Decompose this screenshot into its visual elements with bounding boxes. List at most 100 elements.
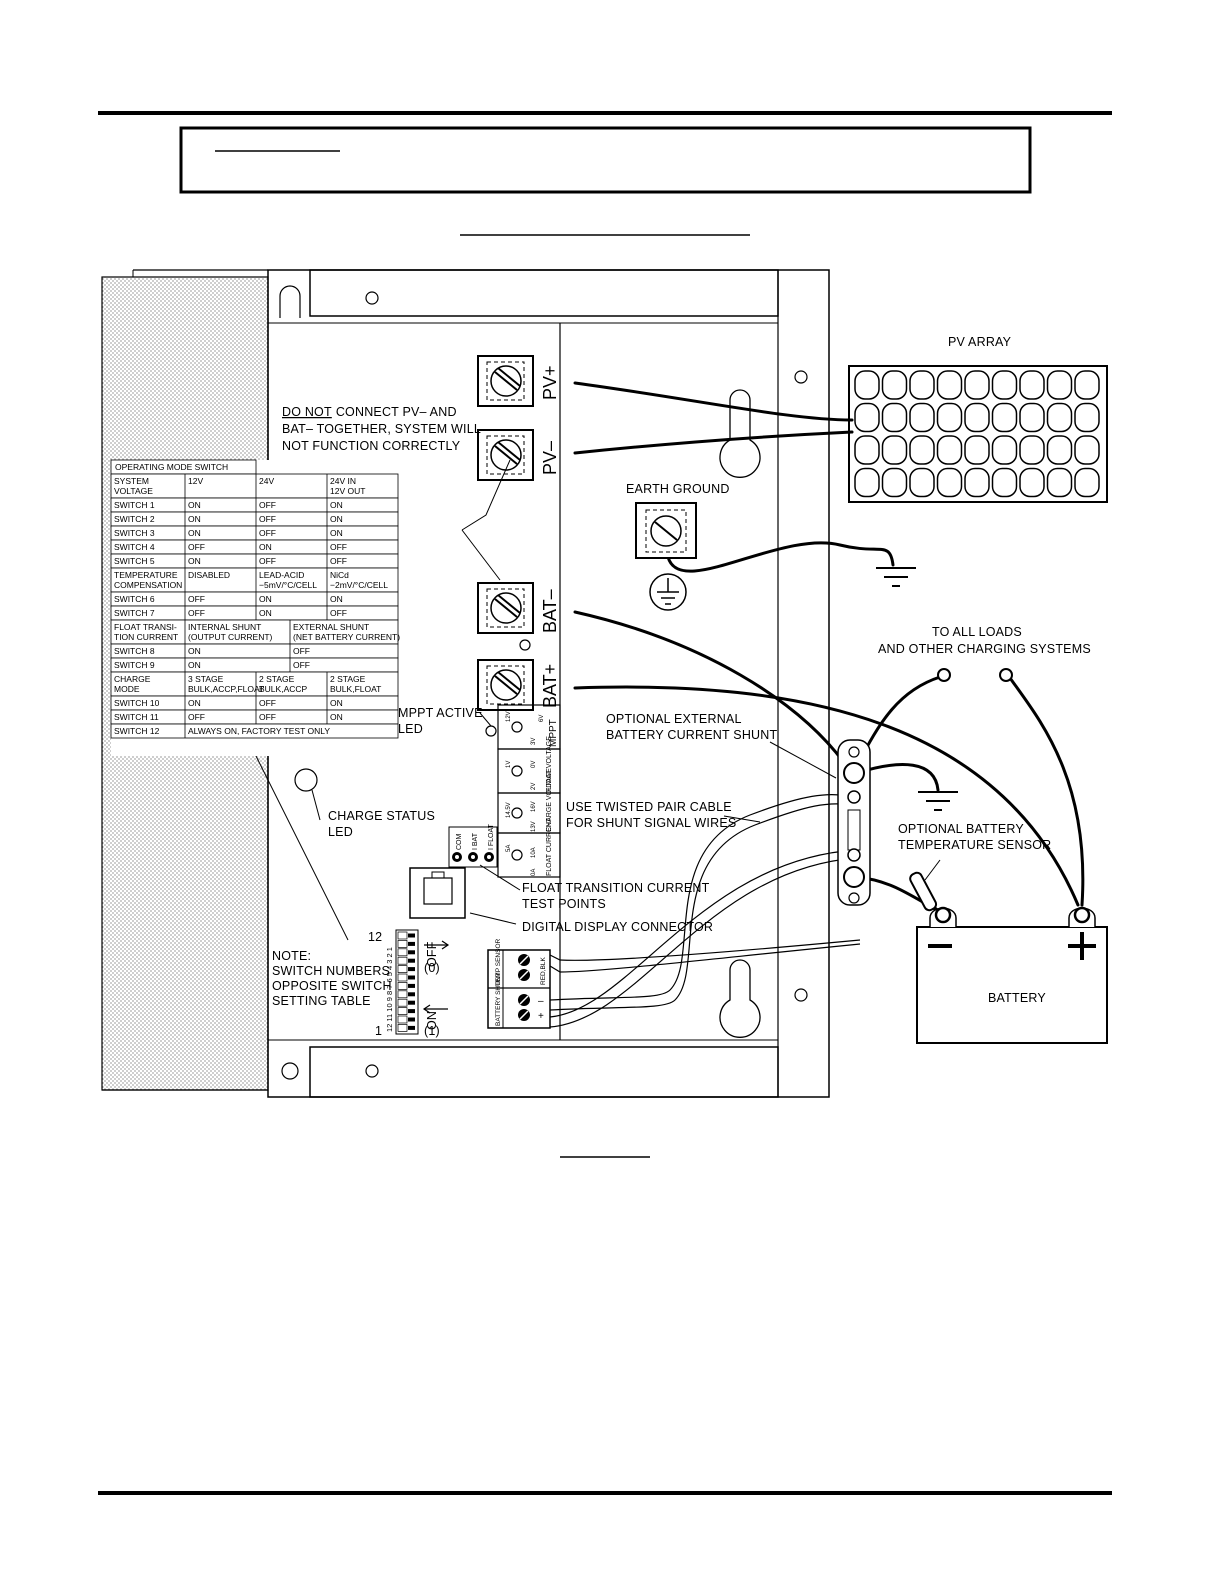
table-cell: −5mV/°C/CELL <box>259 580 317 590</box>
table-cell: 12V OUT <box>330 486 365 496</box>
cv-16: 16V <box>531 801 537 812</box>
table-cell: DISABLED <box>188 570 230 580</box>
table-row <box>110 567 399 593</box>
pv-cell <box>881 370 908 400</box>
dip-switch-lever <box>408 983 415 988</box>
table-cell: 12V <box>188 476 203 486</box>
pv-cell <box>1019 467 1045 498</box>
loads-label-2: AND OTHER CHARGING SYSTEMS <box>878 642 1091 656</box>
dip-switch-cell <box>397 965 408 973</box>
tp-com: COM <box>456 834 463 851</box>
wire-pv-plus <box>573 381 854 422</box>
shunt-label-2: BATTERY CURRENT SHUNT <box>606 728 778 742</box>
table-cell: SWITCH 2 <box>114 514 155 524</box>
charge-voltage-label: CHARGE VOLTAGE <box>546 768 553 832</box>
mppt-3v: 3V <box>531 738 537 745</box>
fv-2v: 2V <box>531 783 537 790</box>
test-points <box>448 826 498 868</box>
digital-label: DIGITAL DISPLAY CONNECTOR <box>522 920 713 934</box>
pv-cell <box>1074 370 1100 400</box>
pv-cell <box>964 402 990 433</box>
table-title: OPERATING MODE SWITCH <box>115 462 228 472</box>
wire-load-plus <box>1008 676 1085 907</box>
wire-earth <box>666 541 895 573</box>
note-label-4: SETTING TABLE <box>272 994 371 1008</box>
dip-switch-cell <box>397 973 408 982</box>
pv-plus-label: PV+ <box>540 365 560 400</box>
pv-minus-label: PV– <box>540 441 560 475</box>
dip-switch-cell <box>397 1007 408 1015</box>
on-label: ON <box>425 1011 439 1030</box>
table-cell: 24V <box>259 476 274 486</box>
table-cell: OFF <box>259 528 276 538</box>
pv-cell <box>854 402 880 433</box>
do-not: DO NOT <box>282 405 332 419</box>
table-cell: OFF <box>188 594 205 604</box>
table-cell: ON <box>188 514 201 524</box>
fv-0v: 0V <box>531 761 537 768</box>
table-cell: ON <box>330 594 343 604</box>
digital-display-connector <box>409 867 466 919</box>
dip-switch-lever <box>408 933 415 938</box>
load-lug-minus <box>937 668 951 682</box>
table-cell: NiCd <box>330 570 349 580</box>
charge-led-label-2: LED <box>328 825 353 839</box>
table-cell: ON <box>330 698 343 708</box>
dip-switch-cell <box>397 982 408 990</box>
note-label-2: SWITCH NUMBERS <box>272 964 390 978</box>
pv-cell <box>991 435 1018 465</box>
ground-symbol <box>876 567 916 587</box>
tp-ifloat: I FLOAT <box>488 823 495 850</box>
table-cell: OFF <box>188 542 205 552</box>
table-cell: ON <box>188 660 201 670</box>
earth-ground-label: EARTH GROUND <box>626 482 730 496</box>
table-row <box>110 671 399 697</box>
pv-cell <box>854 467 880 498</box>
pv-cell <box>936 402 963 433</box>
dip-switch-cell <box>397 990 408 999</box>
pv-array <box>848 365 1108 503</box>
dip-numbers: 12 11 10 9 8 7 6 5 4 3 2 1 <box>385 947 394 1032</box>
cv-145: 14.5V <box>506 802 512 818</box>
table-cell: ON <box>188 646 201 656</box>
temp-sensor-label: TEMP SENSOR <box>495 938 502 986</box>
table-cell: SWITCH 8 <box>114 646 155 656</box>
temp-sensor-note-2: TEMPERATURE SENSOR <box>898 838 1051 852</box>
pv-cell <box>964 467 990 498</box>
table-row <box>110 619 399 645</box>
table-cell: SWITCH 1 <box>114 500 155 510</box>
table-cell: 2 STAGE <box>259 674 295 684</box>
table-cell: SWITCH 9 <box>114 660 155 670</box>
float-tp-label-1: FLOAT TRANSITION CURRENT <box>522 881 710 895</box>
dip-switch-cell <box>397 1015 408 1024</box>
table-cell: INTERNAL SHUNT <box>188 622 261 632</box>
table-cell: SWITCH 10 <box>114 698 160 708</box>
pv-cell <box>1074 467 1100 498</box>
table-cell: OFF <box>330 608 347 618</box>
off-val-label: (0) <box>424 961 440 975</box>
fc-5a: 5A <box>506 845 512 852</box>
table-cell: BULK,FLOAT <box>330 684 381 694</box>
dip-1-label: 1 <box>375 1024 382 1038</box>
pv-cell <box>1046 402 1073 433</box>
caution-box <box>179 126 1032 194</box>
mppt-led-label-1: MPPT ACTIVE <box>398 706 483 720</box>
shunt-label-1: OPTIONAL EXTERNAL <box>606 712 742 726</box>
table-cell: OFF <box>259 556 276 566</box>
twisted-label-2: FOR SHUNT SIGNAL WIRES <box>566 816 736 830</box>
dip-switch-lever <box>408 1000 415 1005</box>
terminal-pv-plus <box>477 355 534 407</box>
dip-switch-cell <box>397 931 408 940</box>
dip-switch-lever <box>408 958 415 963</box>
table-cell: OFF <box>293 660 310 670</box>
pv-cell <box>1046 435 1073 465</box>
battery-shunt-label: BATTERY SHUNT <box>495 973 502 1026</box>
bat-minus-label: BAT– <box>540 589 560 633</box>
pv-cell <box>881 402 908 433</box>
table-cell: OFF <box>188 712 205 722</box>
twisted-label-1: USE TWISTED PAIR CABLE <box>566 800 732 814</box>
pv-cell <box>909 370 935 400</box>
table-cell: SWITCH 4 <box>114 542 155 552</box>
fc-0a: 0A <box>531 869 537 876</box>
table-cell: ON <box>188 698 201 708</box>
